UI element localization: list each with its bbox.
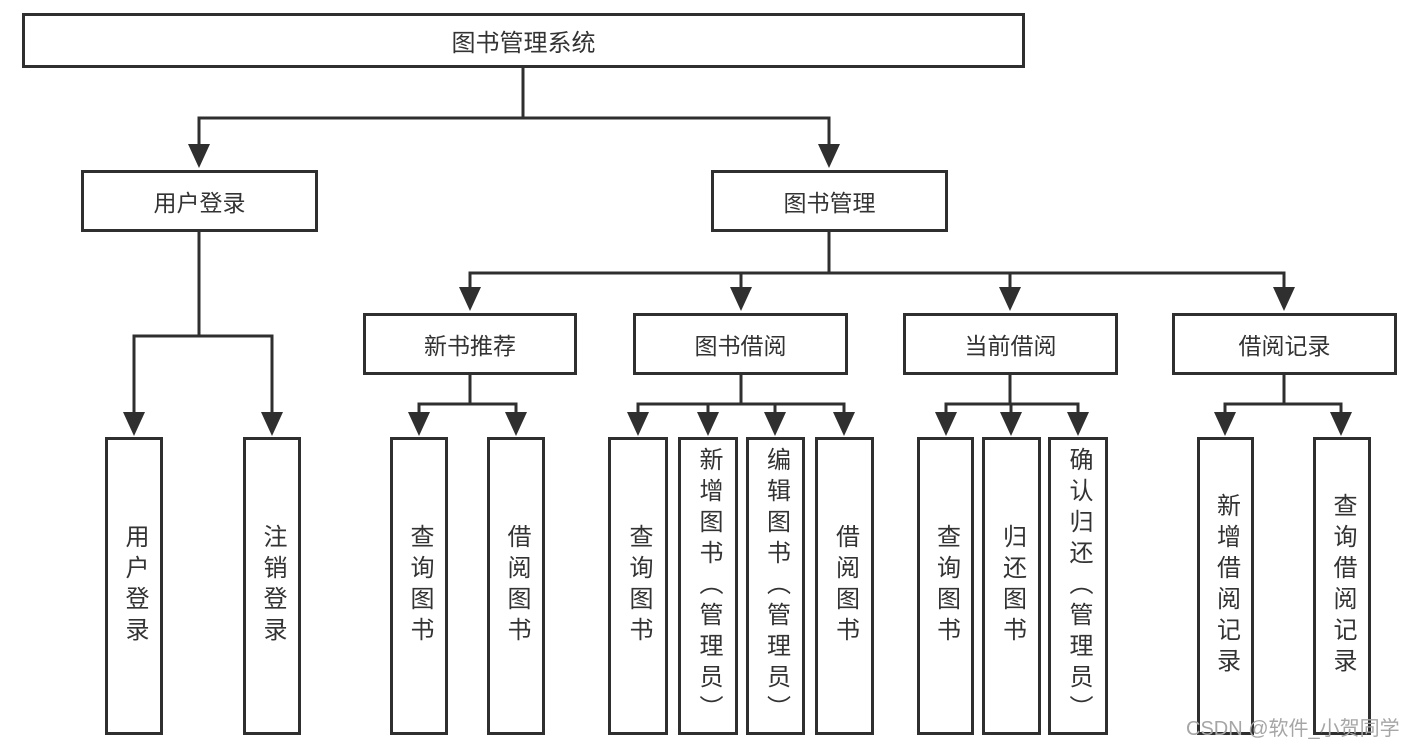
node-logout: 注销登录 [243, 437, 301, 735]
node-add-books-admin-label: 新增图书（管理员） [695, 446, 722, 726]
node-borrowing-records-label: 借阅记录 [1238, 333, 1331, 359]
connector-root-branch [188, 68, 840, 168]
node-user-login-label: 用户登录 [153, 190, 246, 216]
node-add-books-admin: 新增图书（管理员） [678, 437, 738, 735]
node-edit-books-admin: 编辑图书（管理员） [746, 437, 805, 735]
node-edit-books-admin-label: 编辑图书（管理员） [762, 446, 790, 726]
node-query-books-borrowing-label: 查询图书 [625, 524, 652, 648]
node-logout-label: 注销登录 [259, 524, 286, 648]
node-query-books-current: 查询图书 [917, 437, 974, 735]
node-query-borrow-record-label: 查询借阅记录 [1329, 493, 1356, 679]
connector-borrowing-records-branch [1214, 375, 1352, 436]
connector-new-book-branch [408, 375, 527, 436]
node-query-books-borrowing: 查询图书 [608, 437, 668, 735]
node-current-borrowing-label: 当前借阅 [964, 333, 1057, 359]
connector-book-borrowing-branch [627, 375, 855, 436]
node-return-books-label: 归还图书 [998, 524, 1026, 648]
node-new-book-recommendation-label: 新书推荐 [424, 333, 516, 359]
node-borrowing-records: 借阅记录 [1172, 313, 1397, 375]
node-current-borrowing: 当前借阅 [903, 313, 1118, 375]
node-root-label: 图书管理系统 [451, 30, 596, 57]
node-book-management: 图书管理 [711, 170, 948, 232]
node-borrow-books-recommendation-label: 借阅图书 [503, 524, 530, 648]
node-root: 图书管理系统 [22, 13, 1025, 68]
node-query-borrow-record: 查询借阅记录 [1313, 437, 1371, 735]
node-add-borrow-record-label: 新增借阅记录 [1212, 493, 1240, 679]
node-borrow-books-borrowing-label: 借阅图书 [831, 524, 859, 648]
node-book-management-label: 图书管理 [783, 190, 876, 216]
connector-book-management-branch [459, 232, 1295, 311]
node-book-borrowing-label: 图书借阅 [694, 333, 787, 359]
node-add-borrow-record: 新增借阅记录 [1197, 437, 1254, 735]
node-login: 用户登录 [105, 437, 163, 735]
node-user-login: 用户登录 [81, 170, 318, 232]
connector-user-login-branch [123, 232, 283, 436]
node-confirm-return-admin: 确认归还（管理员） [1048, 437, 1108, 735]
node-login-label: 用户登录 [121, 524, 148, 648]
node-borrow-books-recommendation: 借阅图书 [487, 437, 545, 735]
csdn-watermark: CSDN @软件_小贺同学 [1186, 718, 1400, 740]
node-new-book-recommendation: 新书推荐 [363, 313, 577, 375]
node-confirm-return-admin-label: 确认归还（管理员） [1065, 446, 1092, 726]
node-book-borrowing: 图书借阅 [633, 313, 848, 375]
node-query-books-recommendation-label: 查询图书 [406, 524, 433, 648]
node-return-books: 归还图书 [982, 437, 1041, 735]
node-borrow-books-borrowing: 借阅图书 [815, 437, 874, 735]
connector-current-borrowing-branch [935, 375, 1089, 436]
node-query-books-current-label: 查询图书 [932, 524, 960, 648]
node-query-books-recommendation: 查询图书 [390, 437, 448, 735]
